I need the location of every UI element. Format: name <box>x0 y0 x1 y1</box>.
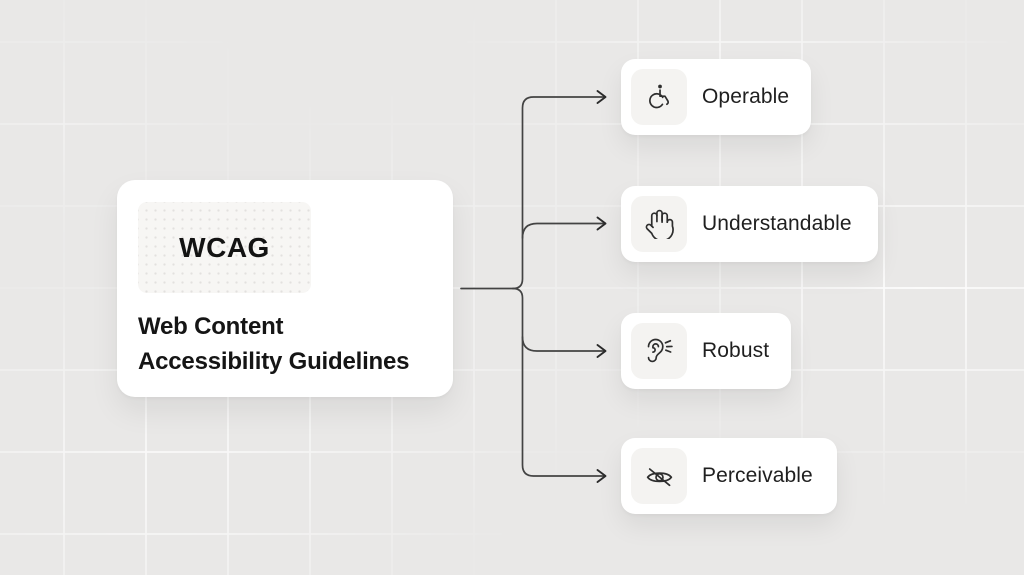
perceivable-icon-tile <box>631 448 687 504</box>
wcag-logo-text: WCAG <box>179 231 270 263</box>
node-label: Perceivable <box>702 464 813 487</box>
node-label: Operable <box>702 85 790 108</box>
ear-hearing-icon <box>644 336 675 367</box>
node-operable: Operable <box>621 59 811 135</box>
main-card-title-line2: Accessibility Guidelines <box>138 348 410 375</box>
node-label: Understandable <box>702 211 852 235</box>
understandable-icon-tile <box>631 195 687 252</box>
node-understandable: Understandable <box>621 185 878 262</box>
node-robust: Robust <box>621 313 791 389</box>
wheelchair-icon <box>644 84 675 113</box>
wcag-logo-tile: WCAG <box>138 202 311 293</box>
node-label: Robust <box>702 339 770 362</box>
main-card-title-line1: Web Content <box>138 313 284 340</box>
main-card-title: Web Content Accessibility Guidelines <box>138 309 432 379</box>
node-perceivable: Perceivable <box>621 438 837 514</box>
raised-hand-icon <box>644 208 675 239</box>
operable-icon-tile <box>631 69 687 125</box>
wcag-main-card: WCAG Web Content Accessibility Guideline… <box>117 180 453 397</box>
robust-icon-tile <box>631 323 687 379</box>
eye-off-icon <box>644 461 675 492</box>
